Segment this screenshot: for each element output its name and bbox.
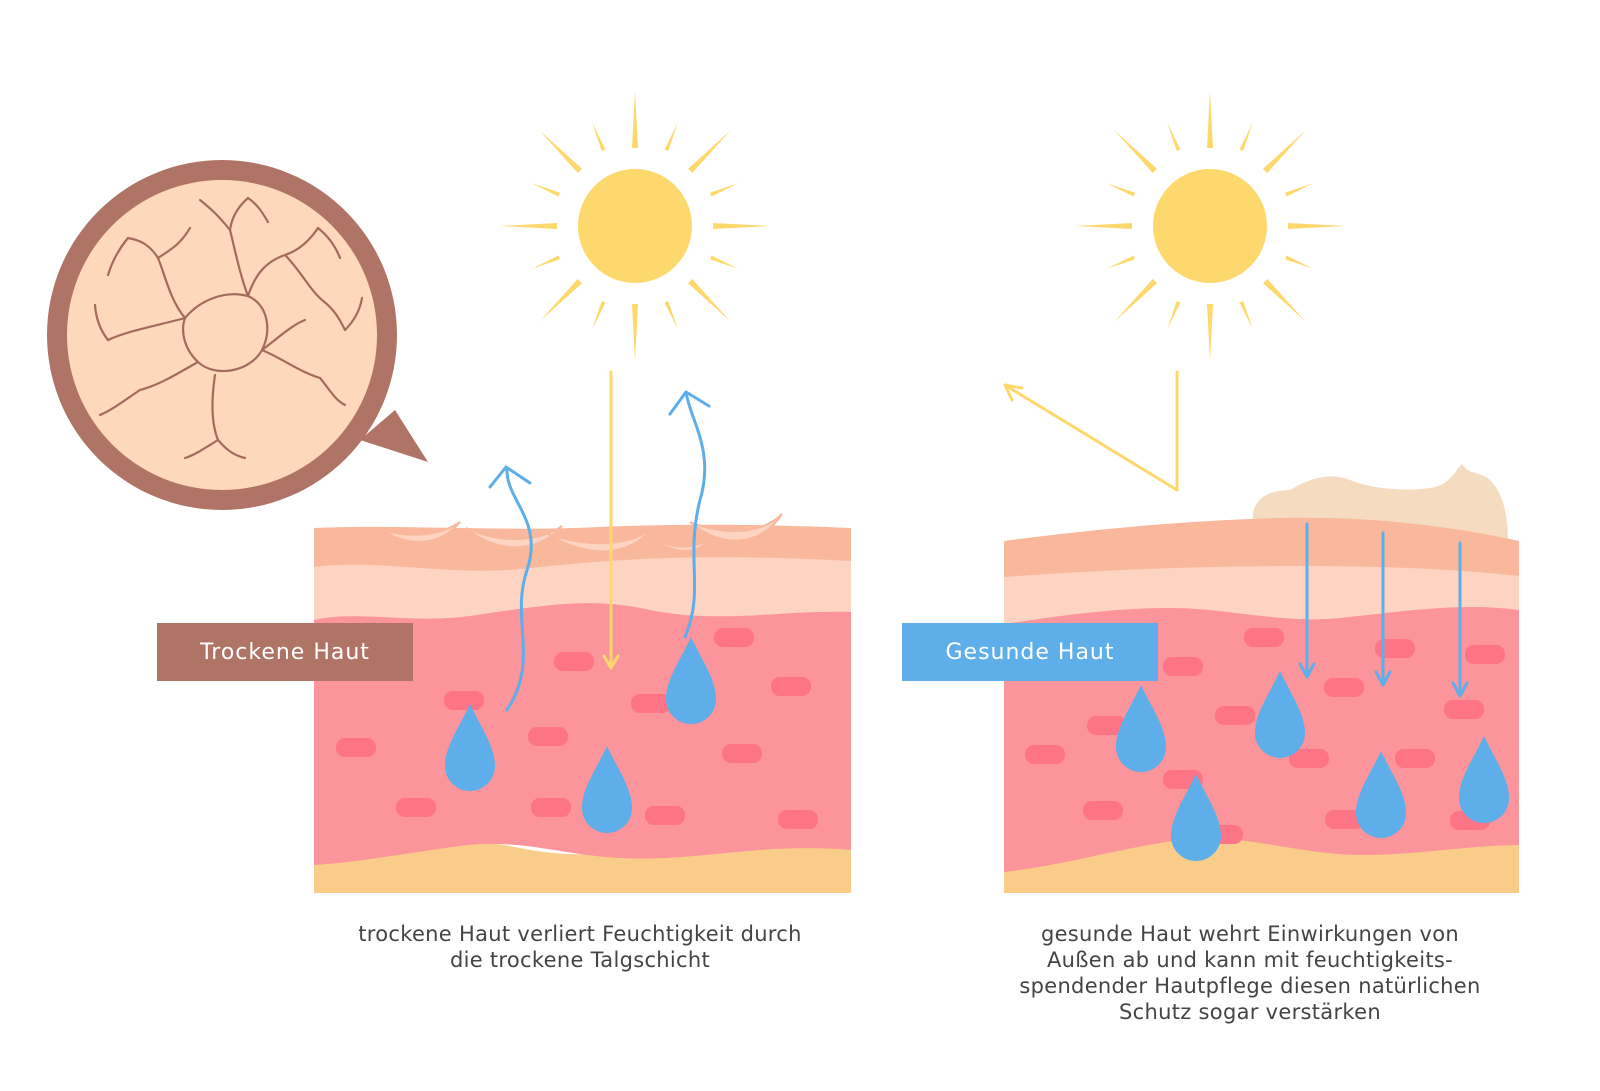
sun-ray bbox=[1288, 223, 1345, 229]
water-drop-icon bbox=[1356, 751, 1406, 838]
dry-skin-panel bbox=[47, 91, 851, 893]
water-drop-shape bbox=[1255, 671, 1305, 758]
caption-line: spendender Hautpflege diesen natürlichen bbox=[1019, 974, 1481, 998]
sun-ray bbox=[1207, 304, 1213, 361]
sun-ray bbox=[531, 255, 561, 269]
caption-line: gesunde Haut wehrt Einwirkungen von bbox=[1040, 922, 1460, 946]
sun-ray bbox=[1167, 300, 1181, 330]
water-drop-shape bbox=[666, 637, 716, 724]
skin-fat-layer bbox=[1004, 834, 1519, 893]
water-drop-shape bbox=[1459, 736, 1509, 823]
water-drop-icon bbox=[1459, 736, 1509, 823]
healthy-skin-panel bbox=[1003, 91, 1519, 893]
sun-ray bbox=[688, 279, 731, 322]
caption-line: trockene Haut verliert Feuchtigkeit durc… bbox=[358, 922, 802, 946]
sun-ray bbox=[1263, 279, 1306, 322]
water-drop-icon bbox=[1116, 685, 1166, 772]
skin-fat-layer bbox=[314, 841, 851, 893]
sun-ray bbox=[709, 255, 739, 269]
sun-ray bbox=[709, 183, 739, 197]
sun-ray bbox=[1075, 223, 1132, 229]
sun-ray bbox=[1284, 183, 1314, 197]
sun-ray bbox=[1114, 279, 1157, 322]
sun-ray bbox=[632, 304, 638, 361]
sun-disc bbox=[1153, 169, 1267, 283]
water-drop-icon bbox=[1171, 774, 1221, 861]
caption-line: die trockene Talgschicht bbox=[449, 948, 711, 972]
water-drop-icon bbox=[445, 704, 495, 791]
sun-ray bbox=[713, 223, 770, 229]
sun-ray bbox=[1106, 255, 1136, 269]
caption-line: Außen ab und kann mit feuchtigkeits- bbox=[1046, 948, 1454, 972]
healthy-skin-caption: gesunde Haut wehrt Einwirkungen von Auße… bbox=[985, 921, 1515, 1025]
sun-ray bbox=[664, 300, 678, 330]
dry-skin-caption: trockene Haut verliert Feuchtigkeit durc… bbox=[320, 921, 840, 973]
sun-ray bbox=[1167, 122, 1181, 152]
moisture-loss-arrows bbox=[488, 390, 711, 712]
cream-absorption-arrows bbox=[1298, 522, 1469, 698]
sun-ray bbox=[664, 122, 678, 152]
sun-ray bbox=[1263, 130, 1306, 173]
dry-skin-label: Trockene Haut bbox=[157, 623, 413, 681]
cracked-skin-magnifier-icon bbox=[47, 160, 428, 510]
capillaries bbox=[336, 628, 818, 829]
sun-ray bbox=[1284, 255, 1314, 269]
skin-dermis-layer bbox=[314, 599, 851, 865]
sun-ray bbox=[1114, 130, 1157, 173]
water-drop-shape bbox=[1171, 774, 1221, 861]
sun-ray bbox=[1239, 122, 1253, 152]
sun-ray bbox=[500, 223, 557, 229]
sun-ray bbox=[539, 130, 582, 173]
healthy-skin-label: Gesunde Haut bbox=[902, 623, 1158, 681]
sun-icon bbox=[1075, 91, 1345, 361]
reflected-sunlight-ray bbox=[1003, 370, 1179, 492]
sun-disc bbox=[578, 169, 692, 283]
skin-epidermis-lower bbox=[1004, 562, 1519, 624]
sun-ray bbox=[539, 279, 582, 322]
water-drop-shape bbox=[1116, 685, 1166, 772]
sun-icon bbox=[500, 91, 770, 361]
caption-line: Schutz sogar verstärken bbox=[1119, 1000, 1381, 1024]
sun-ray bbox=[531, 183, 561, 197]
skin-cracks bbox=[93, 196, 364, 460]
dry-skin-block bbox=[314, 513, 851, 893]
skin-flakes bbox=[381, 513, 783, 553]
sun-ray bbox=[592, 300, 606, 330]
water-drop-icon bbox=[1255, 671, 1305, 758]
skin-epidermis-top bbox=[1004, 517, 1519, 577]
water-drop-icon bbox=[666, 637, 716, 724]
sun-ray bbox=[632, 91, 638, 148]
healthy-skin-block bbox=[1004, 517, 1519, 893]
sun-ray bbox=[1207, 91, 1213, 148]
water-drop-shape bbox=[582, 746, 632, 833]
water-drop-shape bbox=[1356, 751, 1406, 838]
water-drop-shape bbox=[445, 704, 495, 791]
sun-ray bbox=[1106, 183, 1136, 197]
sunlight-ray bbox=[602, 370, 620, 670]
sun-ray bbox=[688, 130, 731, 173]
water-drop-icon bbox=[582, 746, 632, 833]
sun-ray bbox=[592, 122, 606, 152]
sun-ray bbox=[1239, 300, 1253, 330]
